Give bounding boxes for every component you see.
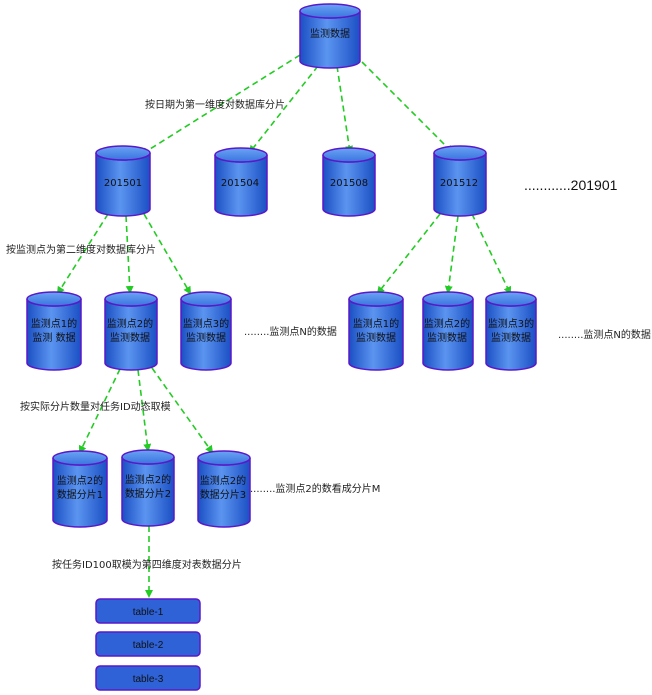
arrow-s2-p3 (151, 367, 214, 454)
station3-cylinder (180, 291, 232, 371)
station2-label-line1: 监测点2的 (107, 317, 153, 330)
right-station1-cylinder (348, 291, 404, 371)
table-2: table-2 (95, 631, 201, 657)
level2-label: 按监测点为第二维度对数据库分片 (6, 243, 156, 256)
shard2-label-line1: 监测点2的 (125, 473, 171, 486)
right-station2-label-line2: 监测数据 (427, 331, 467, 344)
cylinder-201508 (322, 147, 376, 217)
more-stations-label: ........监测点N的数据 (244, 325, 337, 338)
table-2-label: table-2 (133, 640, 164, 651)
level4-label: 按任务ID100取模为第四维度对表数据分片 (52, 558, 242, 571)
shard3-label-line1: 监测点2的 (200, 474, 246, 487)
station2-cylinder (104, 291, 158, 371)
right-station3-cylinder (485, 291, 537, 371)
more-dates-label: ............201901 (524, 177, 618, 193)
arrows (56, 54, 512, 598)
shard2-cylinder (121, 449, 175, 527)
cylinder-201501 (95, 145, 151, 217)
station1-cylinder (26, 291, 82, 371)
node-201512-label: 201512 (440, 178, 478, 189)
arrow-201512-r3 (471, 213, 512, 295)
arrow-s2-p2 (137, 369, 152, 452)
right-station2-cylinder (422, 291, 474, 371)
station1-label-line1: 监测点1的 (31, 317, 77, 330)
arrow-root-201508 (336, 65, 354, 154)
shard1-cylinder (52, 450, 108, 528)
right-station3-label-line2: 监测数据 (491, 331, 531, 344)
table-1: table-1 (95, 598, 201, 624)
arrow-root-201512 (361, 61, 454, 154)
station3-label-line1: 监测点3的 (183, 317, 229, 330)
arrow-201512-r2 (444, 215, 459, 294)
station2-label-line2: 监测数据 (110, 331, 150, 344)
more-shards-label: ........监测点2的数看成分片M (250, 482, 380, 495)
arrow-201512-r1 (376, 213, 441, 295)
arrow-s2-p1 (79, 368, 121, 454)
arrow-root-201501 (140, 54, 301, 156)
station1-label-line2: 监测 数据 (32, 331, 75, 344)
station3-label-line2: 监测数据 (186, 331, 226, 344)
arrow-201501-s1 (56, 213, 109, 295)
root-cylinder (299, 3, 361, 69)
table-3-label: table-3 (133, 674, 164, 685)
right-station3-label-line1: 监测点3的 (488, 317, 534, 330)
shard3-label-line2: 数据分片3 (200, 488, 246, 501)
table-1-label: table-1 (133, 607, 164, 618)
shard1-label-line2: 数据分片1 (57, 488, 103, 501)
node-201501-label: 201501 (104, 178, 142, 189)
node-201504-label: 201504 (221, 178, 259, 189)
node-201508-label: 201508 (330, 178, 368, 189)
arrow-201501-s3 (143, 213, 192, 295)
shard3-cylinder (197, 450, 251, 528)
more-stations-right-label: ........监测点N的数据 (558, 328, 651, 341)
cylinders (26, 3, 537, 528)
arrow-201501-s2 (125, 215, 134, 294)
root-label: 监测数据 (310, 27, 350, 40)
shard2-label-line2: 数据分片2 (125, 487, 171, 500)
right-station1-label-line1: 监测点1的 (353, 317, 399, 330)
arrow-root-201504 (248, 65, 319, 154)
right-station2-label-line1: 监测点2的 (424, 317, 470, 330)
cylinder-201512 (433, 145, 487, 217)
right-station1-label-line2: 监测数据 (356, 331, 396, 344)
level3-label: 按实际分片数量对任务ID动态取模 (20, 400, 171, 413)
level1-label: 按日期为第一维度对数据库分片 (145, 98, 285, 111)
table-3: table-3 (95, 665, 201, 691)
cylinder-201504 (214, 147, 268, 217)
shard1-label-line1: 监测点2的 (57, 474, 103, 487)
